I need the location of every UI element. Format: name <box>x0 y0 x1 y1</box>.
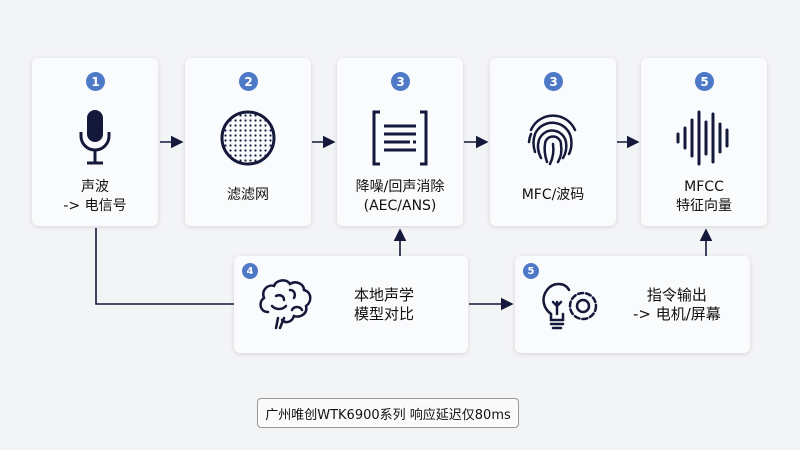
step-card-noise-reduction: 3 降噪/回声消除 (AEC/ANS) <box>337 58 463 226</box>
output-sublabel: -> 电机/屏幕 <box>633 305 721 323</box>
step-sublabel: (AEC/ANS) <box>363 198 437 214</box>
step-badge: 3 <box>391 72 410 91</box>
step-card-mfc: 3 MFC/波码 <box>490 58 616 226</box>
step-card-microphone: 1 声波 -> 电信号 <box>32 58 158 226</box>
step-badge: 5 <box>523 263 539 279</box>
microphone-icon <box>79 110 111 165</box>
noise-reduction-icon <box>372 110 428 166</box>
fingerprint-icon <box>527 114 577 166</box>
brain-icon <box>259 279 312 330</box>
step-label: MFC/波码 <box>521 187 585 203</box>
step-card-mfcc: 5 MFCC 特征向量 <box>641 58 767 226</box>
step-badge: 4 <box>242 263 258 279</box>
step-badge: 3 <box>544 72 563 91</box>
step-sublabel: -> 电信号 <box>63 198 127 214</box>
step-card-filter: 2 滤滤网 <box>185 58 311 226</box>
waveform-icon <box>676 110 729 166</box>
step-sublabel: 特征向量 <box>676 198 732 214</box>
model-sublabel: 模型对比 <box>354 305 415 323</box>
bulb-gear-icon <box>542 282 598 330</box>
step-badge: 2 <box>239 72 258 91</box>
mesh-filter-icon <box>220 110 276 166</box>
step-badge: 5 <box>695 72 714 91</box>
step-label: 滤滤网 <box>227 187 269 203</box>
step-label: 降噪/回声消除 <box>355 179 445 195</box>
output-label: 指令输出 <box>646 286 707 304</box>
model-label: 本地声学 <box>354 286 415 304</box>
connector-1-to-model <box>95 228 234 305</box>
model-compare-card: 4 本地声学模型对比 <box>234 256 468 353</box>
command-output-card: 5 指令输出-> 电机/屏幕 <box>515 256 750 353</box>
footer-caption: 广州唯创WTK6900系列 响应延迟仅80ms <box>257 398 519 428</box>
step-badge: 1 <box>86 72 105 91</box>
step-label: 声波 <box>81 179 109 195</box>
step-label: MFCC <box>684 179 724 195</box>
